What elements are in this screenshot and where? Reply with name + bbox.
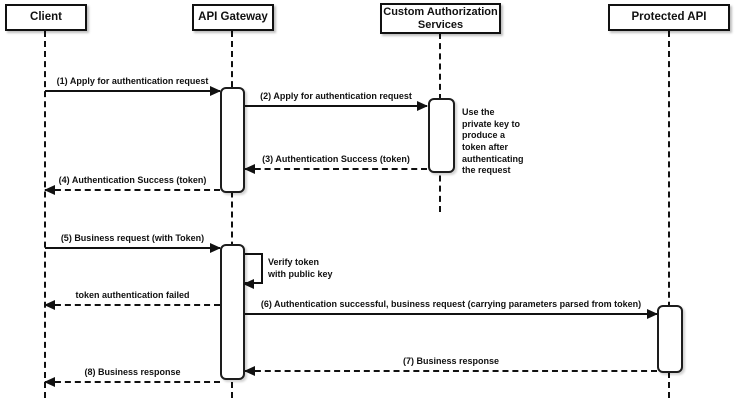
message-token-auth-failed-line xyxy=(44,300,220,310)
message-7-line xyxy=(244,366,657,376)
activation-protected-api xyxy=(657,305,683,373)
self-message-verify-token-label: Verify token with public key xyxy=(268,257,333,279)
arrowhead-icon xyxy=(44,185,55,195)
message-2-line xyxy=(245,101,428,111)
message-4: (4) Authentication Success (token) xyxy=(44,175,220,195)
arrowhead-icon xyxy=(210,86,221,96)
message-3: (3) Authentication Success (token) xyxy=(244,154,427,174)
message-token-auth-failed-label: token authentication failed xyxy=(75,290,190,300)
message-7-label: (7) Business response xyxy=(402,356,500,366)
arrowhead-icon xyxy=(244,366,255,376)
arrowhead-icon xyxy=(647,309,658,319)
message-8-line xyxy=(44,377,220,387)
message-2-label: (2) Apply for authentication request xyxy=(260,91,412,101)
message-1-line xyxy=(45,86,221,96)
message-token-auth-failed: token authentication failed xyxy=(44,290,220,310)
message-4-line xyxy=(44,185,220,195)
lifeline-client xyxy=(44,31,46,398)
activation-api-gateway-1 xyxy=(220,87,245,193)
self-message-verify-token-loop xyxy=(243,253,263,289)
activation-api-gateway-2 xyxy=(220,244,245,380)
message-5-label: (5) Business request (with Token) xyxy=(60,233,205,243)
message-8-label: (8) Business response xyxy=(84,367,181,377)
participant-custom-authorization-services: Custom Authorization Services xyxy=(380,3,501,34)
message-1-label: (1) Apply for authentication request xyxy=(56,76,209,86)
message-6-line xyxy=(245,309,658,319)
participant-protected-api: Protected API xyxy=(608,4,730,31)
message-6-label: (6) Authentication successful, business … xyxy=(260,299,642,309)
participant-api-gateway-label: API Gateway xyxy=(198,10,268,23)
participant-protected-api-label: Protected API xyxy=(631,10,707,23)
lifeline-protected-api xyxy=(668,31,670,398)
participant-client: Client xyxy=(5,4,87,31)
arrowhead-icon xyxy=(243,279,254,289)
message-7: (7) Business response xyxy=(244,356,657,376)
message-2: (2) Apply for authentication request xyxy=(245,91,428,111)
message-6: (6) Authentication successful, business … xyxy=(245,299,658,319)
message-5-line xyxy=(45,243,221,253)
note-private-key: Use the private key to produce a token a… xyxy=(462,107,524,176)
arrowhead-icon xyxy=(44,300,55,310)
participant-api-gateway: API Gateway xyxy=(192,4,274,31)
arrowhead-icon xyxy=(244,164,255,174)
message-8: (8) Business response xyxy=(44,367,220,387)
participant-custom-authorization-services-label: Custom Authorization Services xyxy=(383,5,498,31)
arrowhead-icon xyxy=(417,101,428,111)
message-1: (1) Apply for authentication request xyxy=(45,76,221,96)
message-4-label: (4) Authentication Success (token) xyxy=(58,175,207,185)
lifeline-api-gateway xyxy=(231,31,233,398)
arrowhead-icon xyxy=(44,377,55,387)
arrowhead-icon xyxy=(210,243,221,253)
participant-client-label: Client xyxy=(30,10,62,23)
activation-custom-authorization-services xyxy=(428,98,455,173)
message-5: (5) Business request (with Token) xyxy=(45,233,221,253)
message-3-label: (3) Authentication Success (token) xyxy=(262,154,410,164)
message-3-line xyxy=(244,164,427,174)
